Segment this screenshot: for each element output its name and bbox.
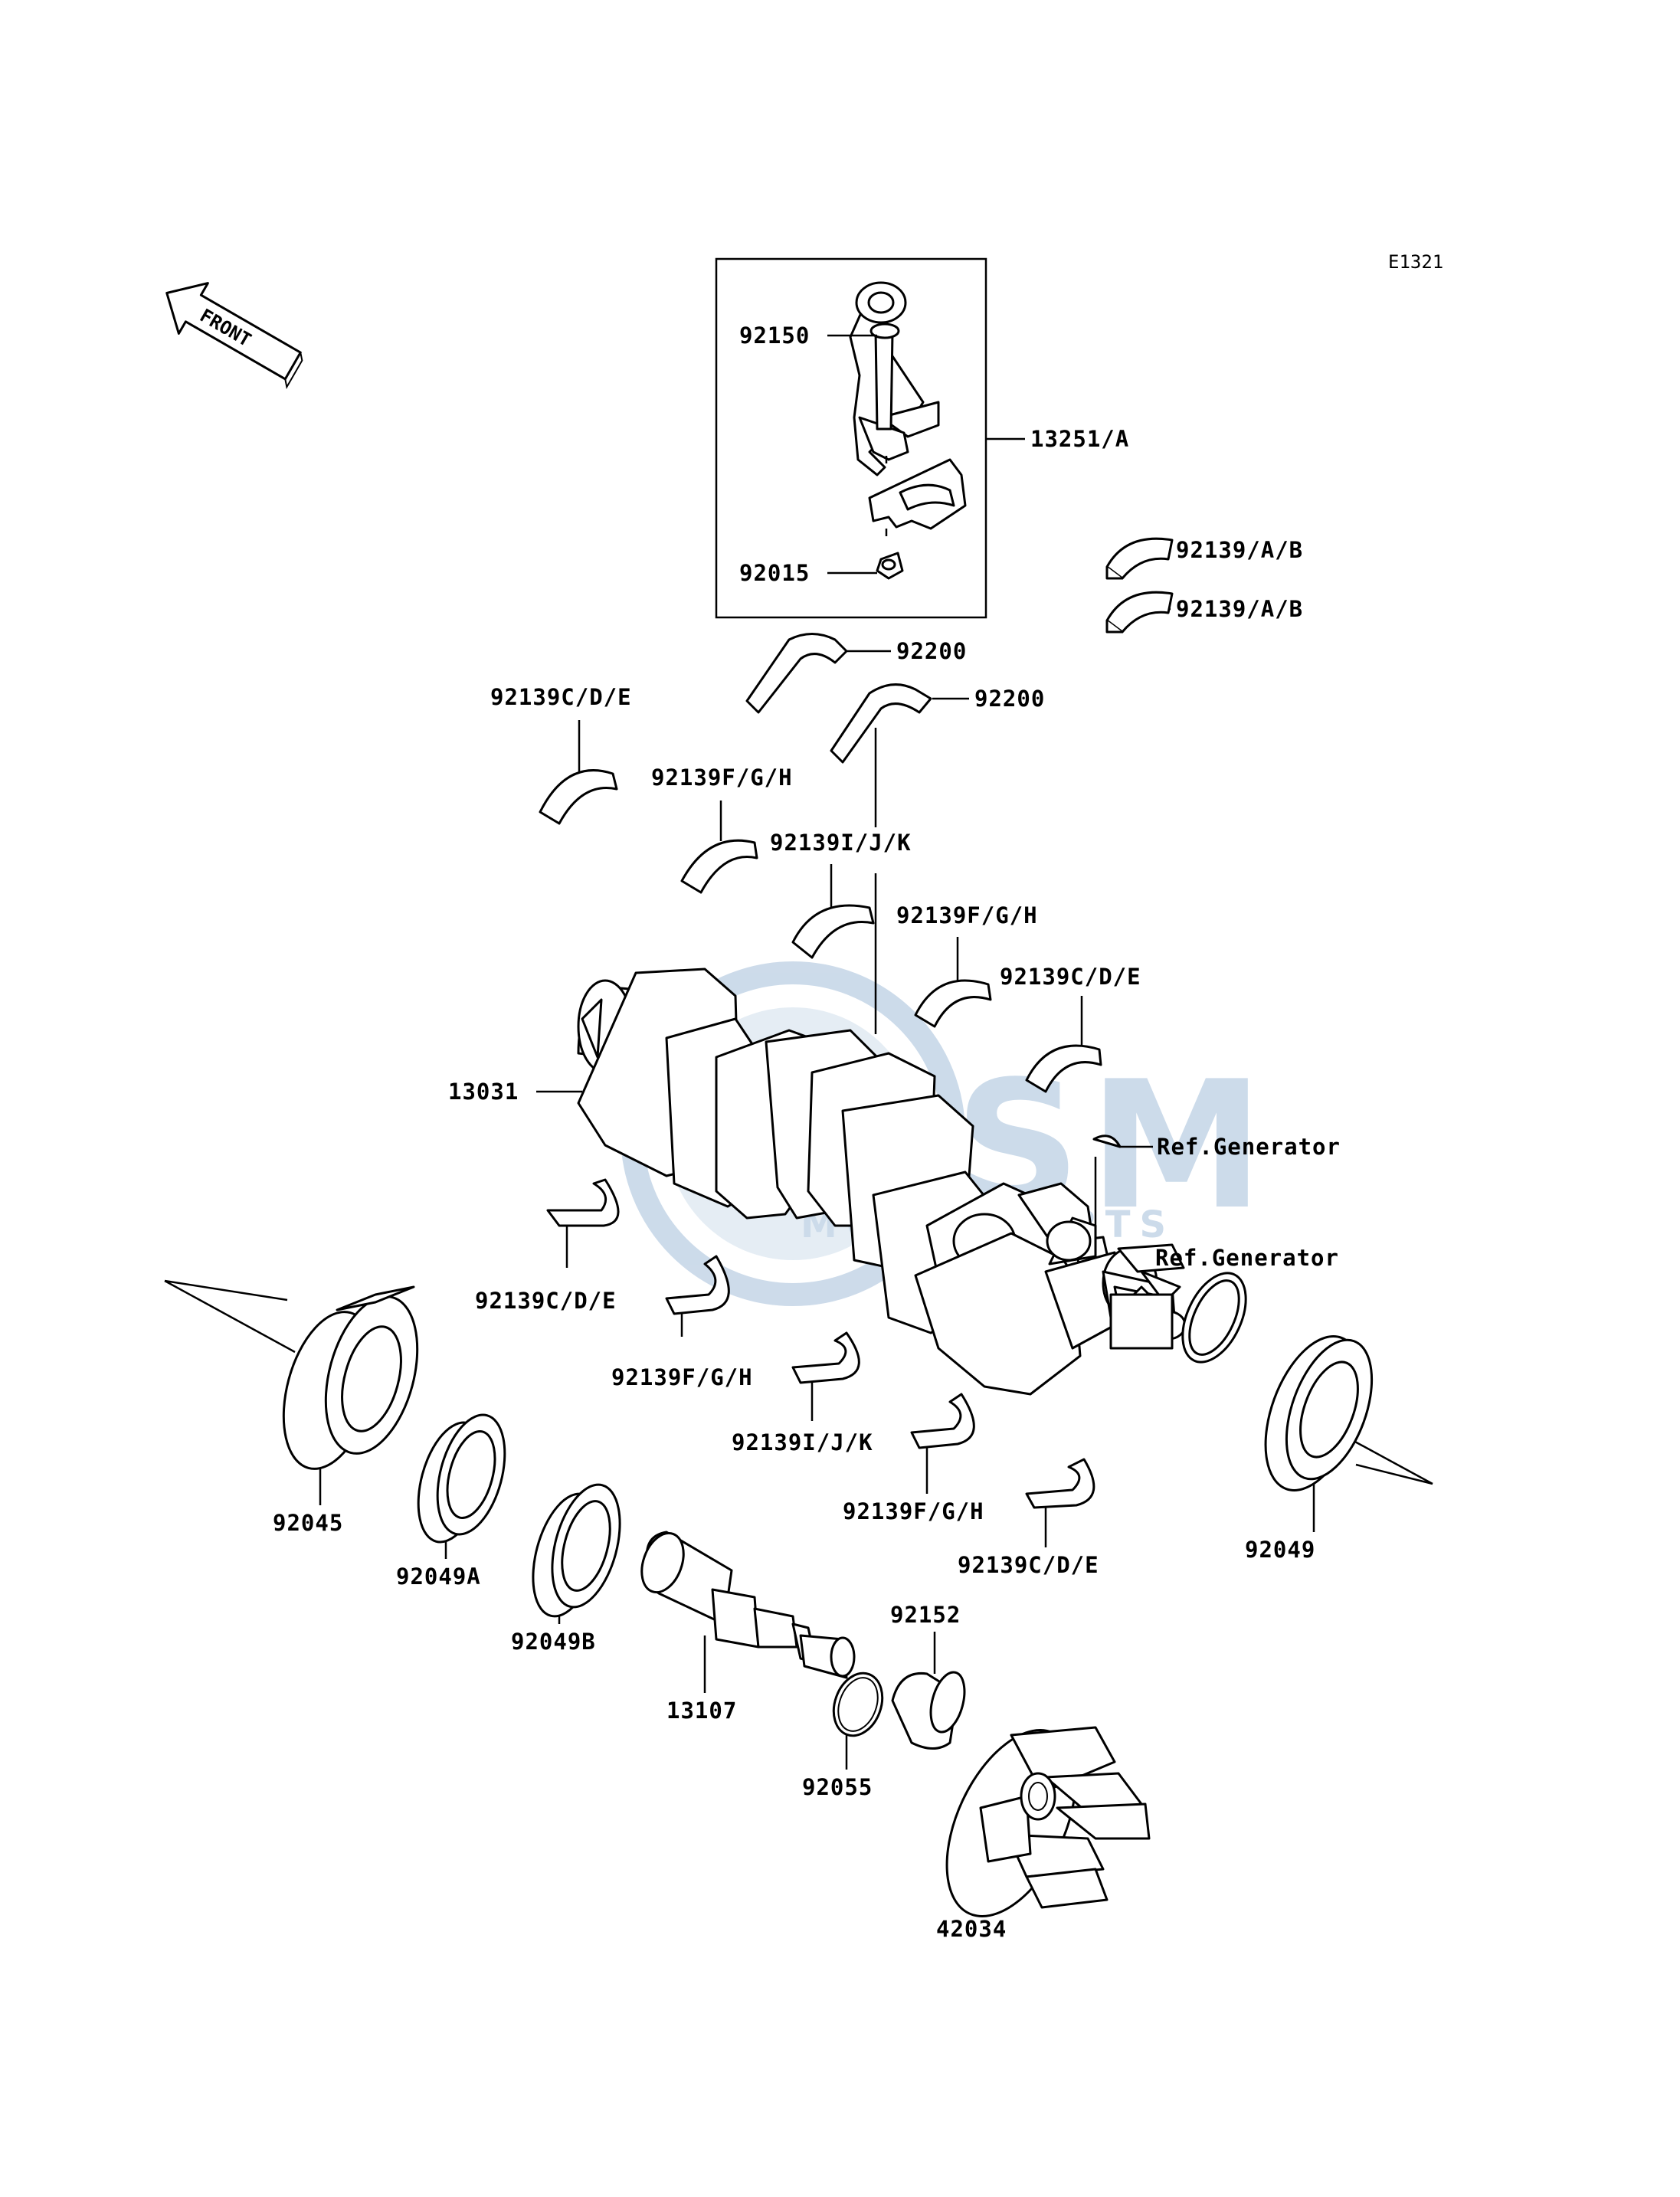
label-92049A[interactable]: 92049A: [396, 1563, 481, 1590]
label-92150[interactable]: 92150: [739, 323, 810, 349]
crankshaft: [577, 968, 1187, 1396]
label-92139CDE-bottom-right[interactable]: 92139C/D/E: [958, 1552, 1099, 1578]
label-92015[interactable]: 92015: [739, 560, 810, 586]
collar-92152: [891, 1671, 966, 1750]
label-92139FGH-top-2[interactable]: 92139F/G/H: [896, 902, 1038, 928]
label-92139IJK-top[interactable]: 92139I/J/K: [770, 830, 912, 856]
thrust-washer-1: [745, 633, 848, 714]
label-92045[interactable]: 92045: [273, 1510, 343, 1536]
label-92139CDE-top-left[interactable]: 92139C/D/E: [490, 684, 632, 710]
label-92139FGH-top-1[interactable]: 92139F/G/H: [651, 765, 793, 791]
label-13107[interactable]: 13107: [666, 1698, 737, 1724]
diagram-code: E1321: [1388, 251, 1443, 273]
oil-seal-92049: [1181, 1272, 1247, 1364]
label-92152[interactable]: 92152: [890, 1602, 961, 1628]
label-92139AB-2[interactable]: 92139/A/B: [1176, 596, 1303, 622]
label-92200-2[interactable]: 92200: [974, 686, 1045, 712]
part-labels: 92150 13251/A 92015 92139/A/B 92139/A/B …: [273, 323, 1341, 1942]
oil-seal-right-92049: [1264, 1335, 1374, 1491]
label-92049B[interactable]: 92049B: [511, 1629, 596, 1655]
label-92049[interactable]: 92049: [1245, 1537, 1315, 1563]
label-92200-1[interactable]: 92200: [896, 638, 967, 664]
o-ring-92055-inner: [837, 1677, 879, 1732]
label-92055[interactable]: 92055: [802, 1774, 873, 1800]
connecting-rod: [849, 281, 967, 580]
label-13251A[interactable]: 13251/A: [1030, 426, 1129, 452]
drive-shaft-13107: [640, 1531, 856, 1679]
label-92139FGH-bottom-2[interactable]: 92139F/G/H: [843, 1498, 984, 1524]
label-92139IJK-bottom[interactable]: 92139I/J/K: [732, 1429, 873, 1455]
oil-seal-92049A: [417, 1413, 506, 1544]
thrust-washer-2: [830, 683, 932, 764]
label-42034[interactable]: 42034: [936, 1916, 1007, 1942]
ball-bearing-92045: [282, 1285, 419, 1470]
label-92139FGH-bottom-1[interactable]: 92139F/G/H: [611, 1364, 753, 1390]
label-92139CDE-bottom-left[interactable]: 92139C/D/E: [475, 1288, 617, 1314]
woodruff-key: [1092, 1135, 1122, 1148]
o-ring-92055: [832, 1671, 884, 1737]
label-92139AB-1[interactable]: 92139/A/B: [1176, 537, 1303, 563]
bearing-shells: [539, 537, 1174, 1509]
label-ref-generator-2[interactable]: Ref.Generator: [1155, 1245, 1339, 1271]
front-arrow-icon: FRONT: [165, 282, 303, 390]
label-13031[interactable]: 13031: [448, 1079, 519, 1105]
label-92139CDE-top-right[interactable]: 92139C/D/E: [1000, 964, 1141, 990]
oil-seal-92049B: [532, 1483, 621, 1618]
label-ref-generator-1[interactable]: Ref.Generator: [1157, 1134, 1341, 1160]
impeller-42034: [945, 1726, 1151, 1917]
